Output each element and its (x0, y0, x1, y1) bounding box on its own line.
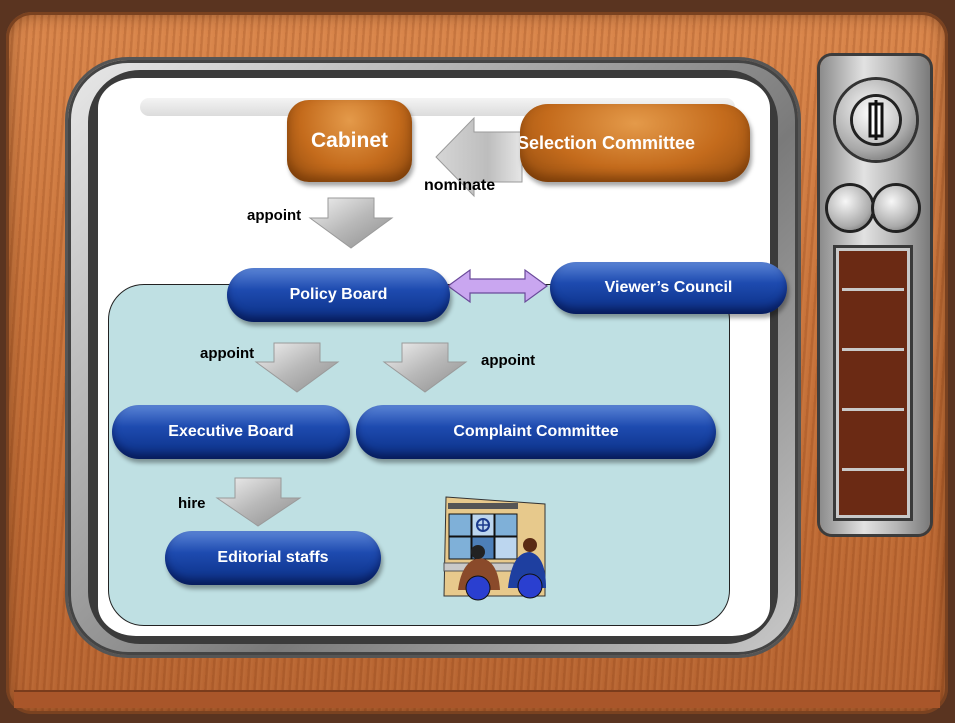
appoint-executive-arrow-icon (254, 342, 340, 393)
appoint-executive-label: appoint (200, 345, 255, 362)
executive-board-node: Executive Board (112, 405, 350, 459)
hire-arrow-icon (215, 477, 302, 527)
nominate-arrow-icon (435, 116, 523, 198)
selection-committee-label: Selection Committee (520, 132, 696, 153)
editorial-staffs-label: Editorial staffs (217, 549, 329, 566)
tv-studio-control-room-icon (443, 496, 546, 601)
channel-knob-icon[interactable] (874, 186, 918, 230)
speaker-slat (842, 408, 904, 411)
appoint-complaint-arrow-icon (382, 342, 468, 393)
hire-label: hire (178, 495, 206, 512)
nominate-label: nominate (424, 177, 496, 194)
complaint-committee-node: Complaint Committee (356, 405, 716, 459)
executive-board-label: Executive Board (168, 423, 294, 440)
speaker-grille (836, 248, 910, 518)
selection-committee-node: Selection Committee (520, 104, 750, 182)
policy-board-node: Policy Board (227, 268, 450, 322)
cabinet-node: Cabinet (287, 100, 412, 182)
appoint-complaint-label: appoint (481, 352, 536, 369)
speaker-slat (842, 288, 904, 291)
cabinet-label: Cabinet (310, 129, 388, 152)
power-knob-face (853, 97, 899, 143)
policy-board-label: Policy Board (289, 286, 388, 303)
viewers-council-node: Viewer’s Council (550, 262, 787, 314)
tv-base-strip (14, 690, 940, 708)
appoint-policy-label: appoint (247, 207, 302, 224)
complaint-committee-label: Complaint Committee (453, 423, 619, 440)
volume-knob-icon[interactable] (828, 186, 872, 230)
bidirectional-arrow-icon (446, 268, 549, 304)
viewers-council-label: Viewer’s Council (604, 279, 733, 296)
editorial-staffs-node: Editorial staffs (165, 531, 381, 585)
speaker-slat (842, 468, 904, 471)
appoint-arrow-icon (308, 197, 394, 249)
speaker-slat (842, 348, 904, 351)
